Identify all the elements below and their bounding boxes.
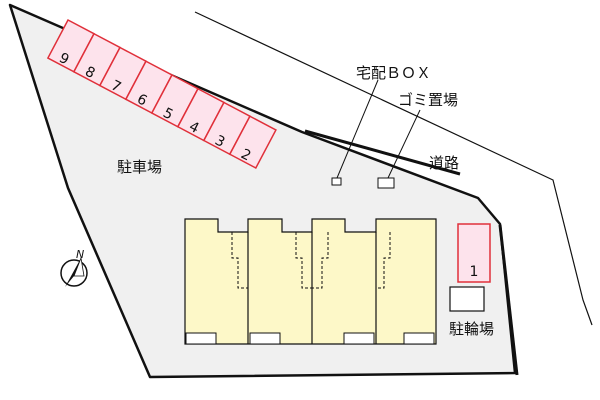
road-edge-wall bbox=[304, 129, 461, 176]
unit-entrance bbox=[343, 332, 375, 345]
parking-space-1-label: 1 bbox=[470, 264, 479, 280]
delivery-box-leader bbox=[336, 79, 379, 179]
parking-space-2 bbox=[228, 115, 277, 170]
north-arrow-icon: N bbox=[60, 248, 88, 287]
stair-outline-dashed bbox=[312, 232, 329, 289]
delivery-box bbox=[331, 177, 342, 186]
unit-entrance bbox=[403, 332, 435, 345]
road-label: 道路 bbox=[429, 154, 459, 172]
bicycle-parking-label: 駐輪場 bbox=[449, 320, 494, 338]
unit-entrance bbox=[249, 332, 281, 345]
building-outline bbox=[184, 218, 437, 345]
garbage-area-label: ゴミ置場 bbox=[398, 91, 458, 109]
delivery-box-label: 宅配ＢＯＸ bbox=[356, 64, 431, 82]
lot-edge-right bbox=[498, 224, 519, 376]
parking-space-1 bbox=[457, 223, 491, 283]
garbage-area bbox=[377, 177, 395, 189]
stair-outline-dashed bbox=[231, 232, 248, 289]
bicycle-parking-area bbox=[449, 286, 485, 312]
apartment-building bbox=[184, 218, 437, 345]
stair-outline-dashed bbox=[295, 232, 312, 289]
garbage-area-leader bbox=[387, 109, 421, 179]
parking-lot-label: 駐車場 bbox=[117, 158, 162, 176]
unit-entrance bbox=[185, 332, 217, 345]
stair-outline-dashed bbox=[376, 232, 391, 289]
road-edge-outer bbox=[194, 11, 593, 326]
north-label: N bbox=[76, 248, 84, 261]
